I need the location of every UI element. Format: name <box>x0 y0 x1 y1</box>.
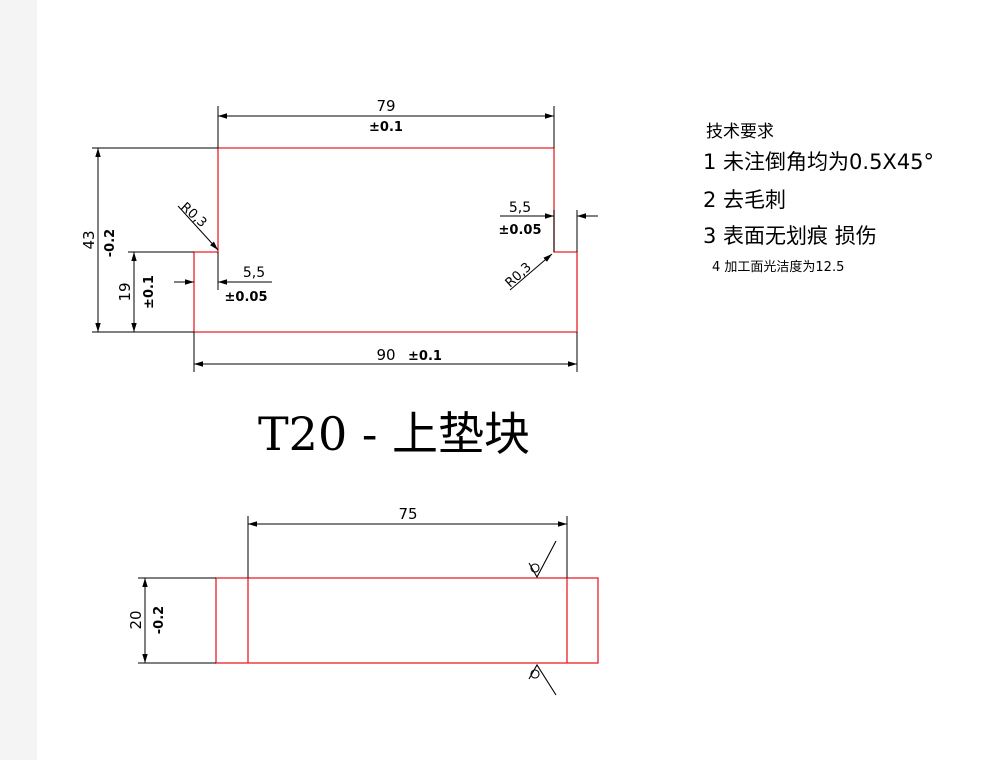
dim-side-width-value: 75 <box>398 505 417 523</box>
radius-left-label: R0,3 <box>177 200 209 231</box>
radius-right-label: R0,3 <box>503 260 535 291</box>
dim-side-height-tolerance: -0.2 <box>152 606 167 634</box>
tech-requirement-item: 3 表面无划痕 损伤 <box>703 224 877 248</box>
roughness-symbol-bottom <box>528 663 557 696</box>
left-margin-strip <box>0 0 37 760</box>
dim-bottom-tolerance: ±0.1 <box>408 349 442 364</box>
dim-step-value: 19 <box>116 282 134 301</box>
tech-requirement-item: 2 去毛刺 <box>703 188 787 212</box>
tech-requirements-heading: 技术要求 <box>706 122 774 142</box>
side-extension-lines <box>138 516 568 664</box>
tech-requirement-item: 1 未注倒角均为0.5X45° <box>703 150 935 174</box>
side-view: 75 20 -0.2 <box>127 505 599 696</box>
dim-top-value: 79 <box>376 97 395 115</box>
roughness-symbol-top <box>528 540 557 579</box>
dim-right-notch-tolerance: ±0.05 <box>499 223 542 238</box>
drawing-title: T20 - 上垫块 <box>258 407 531 461</box>
side-dimension-lines <box>142 521 567 663</box>
tech-requirement-item: 4 加工面光洁度为12.5 <box>712 260 845 275</box>
front-dimension-lines <box>95 113 598 367</box>
dim-height-tolerance: -0.2 <box>103 229 118 257</box>
dim-left-notch-value: 5,5 <box>243 265 265 281</box>
side-part-outline <box>215 577 599 664</box>
dim-top-tolerance: ±0.1 <box>369 120 403 135</box>
dim-right-notch-value: 5,5 <box>509 200 531 216</box>
dim-side-height-value: 20 <box>127 610 145 629</box>
dim-bottom-value: 90 <box>376 346 395 364</box>
dim-step-tolerance: ±0.1 <box>142 275 157 309</box>
front-view: 79 ±0.1 90 ±0.1 43 -0.2 19 ±0.1 5,5 ±0.0… <box>80 97 598 372</box>
dim-left-notch-tolerance: ±0.05 <box>225 290 268 305</box>
dim-height-value: 43 <box>80 230 98 249</box>
